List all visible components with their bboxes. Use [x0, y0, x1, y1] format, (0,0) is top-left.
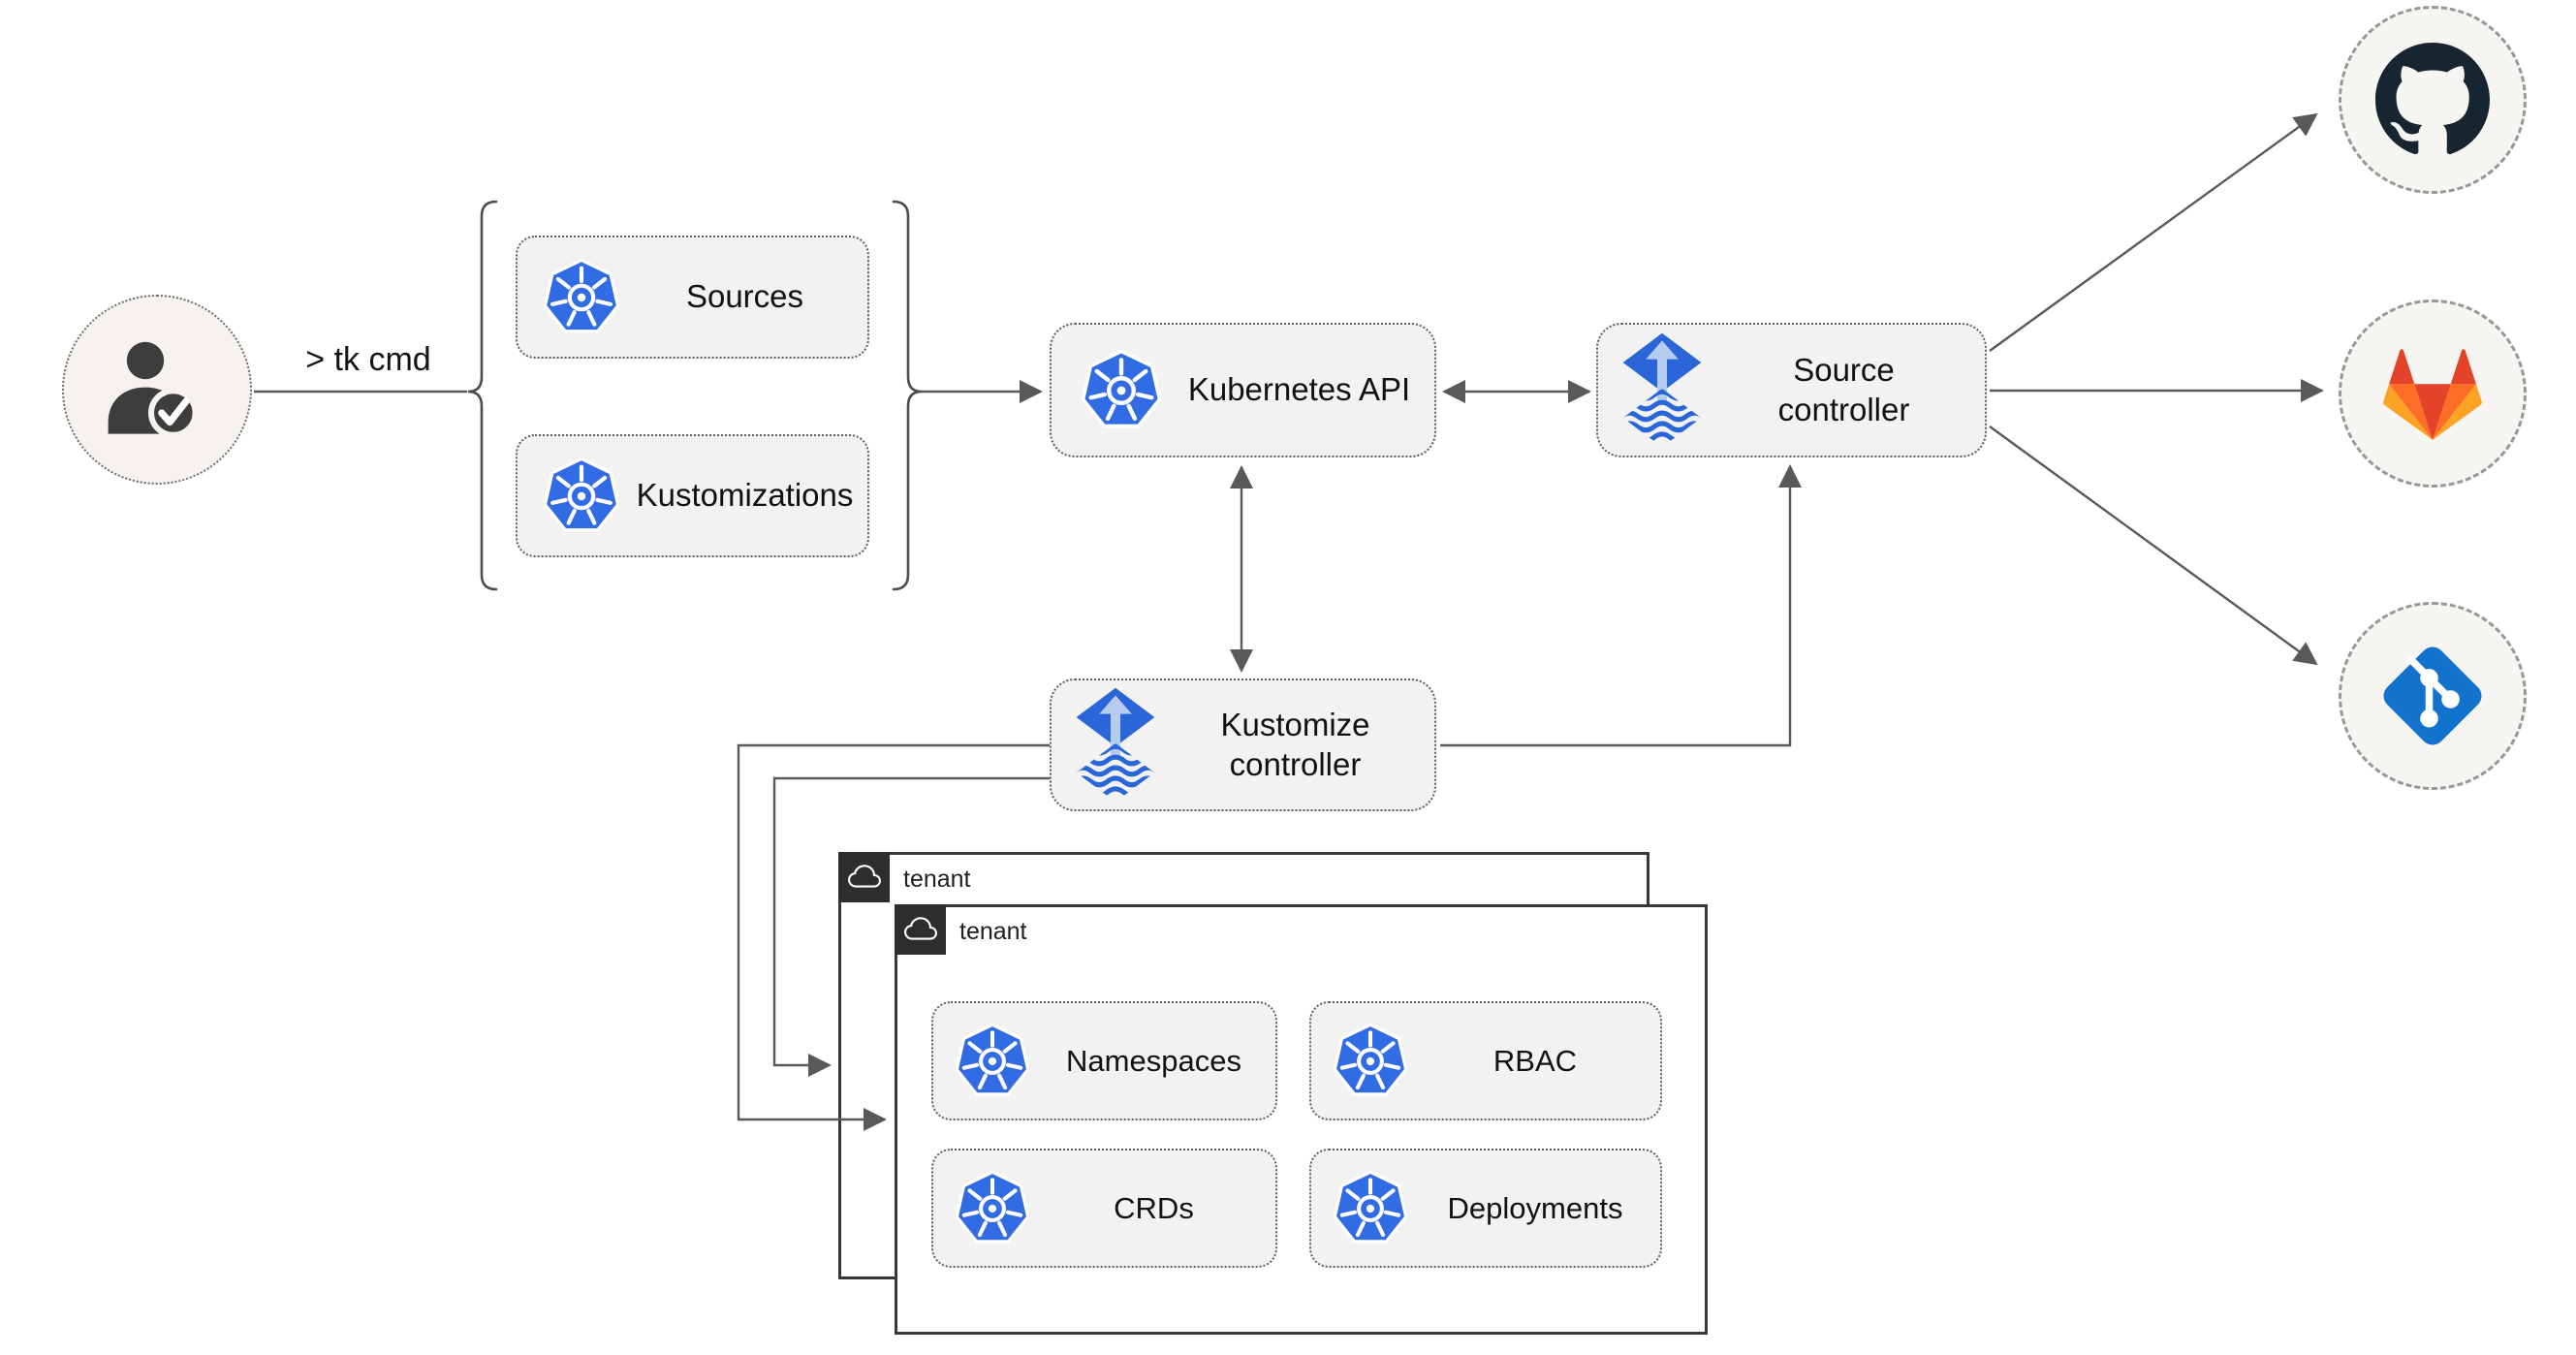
- cloud-icon: [904, 913, 937, 946]
- edge-source-to-github: [1989, 112, 2318, 352]
- cloud-icon: [848, 861, 881, 894]
- tenant-label: tenant: [959, 917, 1027, 945]
- github-circle: [2339, 6, 2527, 194]
- kubernetes-icon: [541, 255, 622, 340]
- gitlab-icon: [2383, 349, 2482, 440]
- gitlab-circle: [2339, 299, 2527, 488]
- rbac-label: RBAC: [1492, 1043, 1578, 1078]
- namespaces-node: Namespaces: [931, 1001, 1277, 1120]
- sources-node: Sources: [516, 236, 869, 359]
- right-brace: [892, 200, 923, 591]
- left-brace: [467, 200, 498, 591]
- git-circle: [2339, 602, 2527, 790]
- tenant-box-front: tenant Namespaces RBAC CRDs Deployments: [895, 904, 1708, 1335]
- kubernetes-icon: [1331, 1167, 1410, 1250]
- crds-label: CRDs: [1114, 1190, 1194, 1225]
- kustomizations-label: Kustomizations: [636, 477, 854, 514]
- kubernetes-icon: [953, 1020, 1032, 1103]
- namespaces-label: Namespaces: [1066, 1043, 1241, 1078]
- deployments-label: Deployments: [1447, 1190, 1623, 1225]
- actor-circle: [62, 295, 252, 485]
- source-controller-label: Source controller: [1777, 352, 1910, 427]
- flux-icon: [1621, 331, 1703, 450]
- source-controller-node: Source controller: [1596, 323, 1987, 457]
- kustomize-controller-label: Kustomize controller: [1220, 707, 1370, 782]
- rbac-node: RBAC: [1309, 1001, 1662, 1120]
- kubernetes-api-label: Kubernetes API: [1187, 371, 1411, 408]
- kustomize-controller-node: Kustomize controller: [1050, 678, 1436, 811]
- kubernetes-icon: [541, 454, 622, 539]
- deployments-node: Deployments: [1309, 1149, 1662, 1268]
- crds-node: CRDs: [931, 1149, 1277, 1268]
- flux-icon: [1075, 686, 1156, 804]
- edge-kustomize-to-source-controller: [1440, 464, 1802, 747]
- tenant-label: tenant: [903, 865, 971, 893]
- git-icon: [2383, 646, 2482, 745]
- kubernetes-icon: [1331, 1020, 1410, 1103]
- kubernetes-icon: [1079, 346, 1164, 435]
- github-icon: [2375, 43, 2490, 155]
- edge-source-to-git: [1989, 425, 2318, 666]
- tenant-tab: [838, 852, 890, 902]
- kubernetes-icon: [953, 1167, 1032, 1250]
- cli-command-label: > tk cmd: [305, 341, 431, 378]
- user-check-icon: [108, 341, 199, 438]
- sources-label: Sources: [685, 278, 804, 315]
- tenant-tab: [895, 904, 946, 955]
- kustomizations-node: Kustomizations: [516, 434, 869, 557]
- kubernetes-api-node: Kubernetes API: [1050, 323, 1436, 457]
